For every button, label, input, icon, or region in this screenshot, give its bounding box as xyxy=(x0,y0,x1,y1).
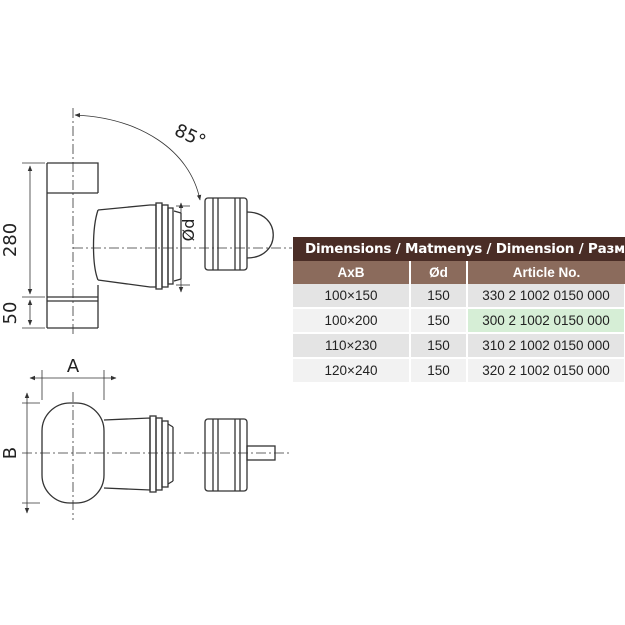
table-row: 110×230 150 310 2 1002 0150 000 xyxy=(293,333,625,359)
dim-b-label: B xyxy=(0,447,21,459)
cell-article: 320 2 1002 0150 000 xyxy=(467,358,625,384)
tee-top-collar xyxy=(47,162,99,193)
table-row: 100×200 150 300 2 1002 0150 000 xyxy=(293,308,625,334)
header-article: Article No. xyxy=(467,261,625,284)
cell-axb: 100×150 xyxy=(293,284,411,309)
plan-view xyxy=(22,370,292,520)
cell-d: 150 xyxy=(410,308,468,334)
cell-article: 300 2 1002 0150 000 xyxy=(467,308,625,334)
table-header-row: AxB Ød Article No. xyxy=(293,261,625,284)
header-d: Ød xyxy=(410,261,468,284)
cell-axb: 120×240 xyxy=(293,358,411,384)
header-axb: AxB xyxy=(293,261,411,284)
dim-50-label: 50 xyxy=(0,302,21,325)
dim-a-label: A xyxy=(67,356,80,377)
dim-280-label: 280 xyxy=(0,223,21,257)
dim-d-label: Ød xyxy=(179,219,198,242)
cell-article: 330 2 1002 0150 000 xyxy=(467,284,625,309)
table-title: Dimensions / Matmenys / Dimension / Разм xyxy=(293,237,625,261)
cell-axb: 110×230 xyxy=(293,333,411,359)
table-title-row: Dimensions / Matmenys / Dimension / Разм xyxy=(293,237,625,261)
cell-d: 150 xyxy=(410,284,468,309)
cell-d: 150 xyxy=(410,358,468,384)
cell-article: 310 2 1002 0150 000 xyxy=(467,333,625,359)
table-row: 120×240 150 320 2 1002 0150 000 xyxy=(293,358,625,384)
spec-table: Dimensions / Matmenys / Dimension / Разм… xyxy=(293,237,625,384)
dim-85-label: 85° xyxy=(171,120,209,153)
cell-axb: 100×200 xyxy=(293,308,411,334)
table-row: 100×150 150 330 2 1002 0150 000 xyxy=(293,284,625,309)
cell-d: 150 xyxy=(410,333,468,359)
side-view xyxy=(22,108,292,335)
